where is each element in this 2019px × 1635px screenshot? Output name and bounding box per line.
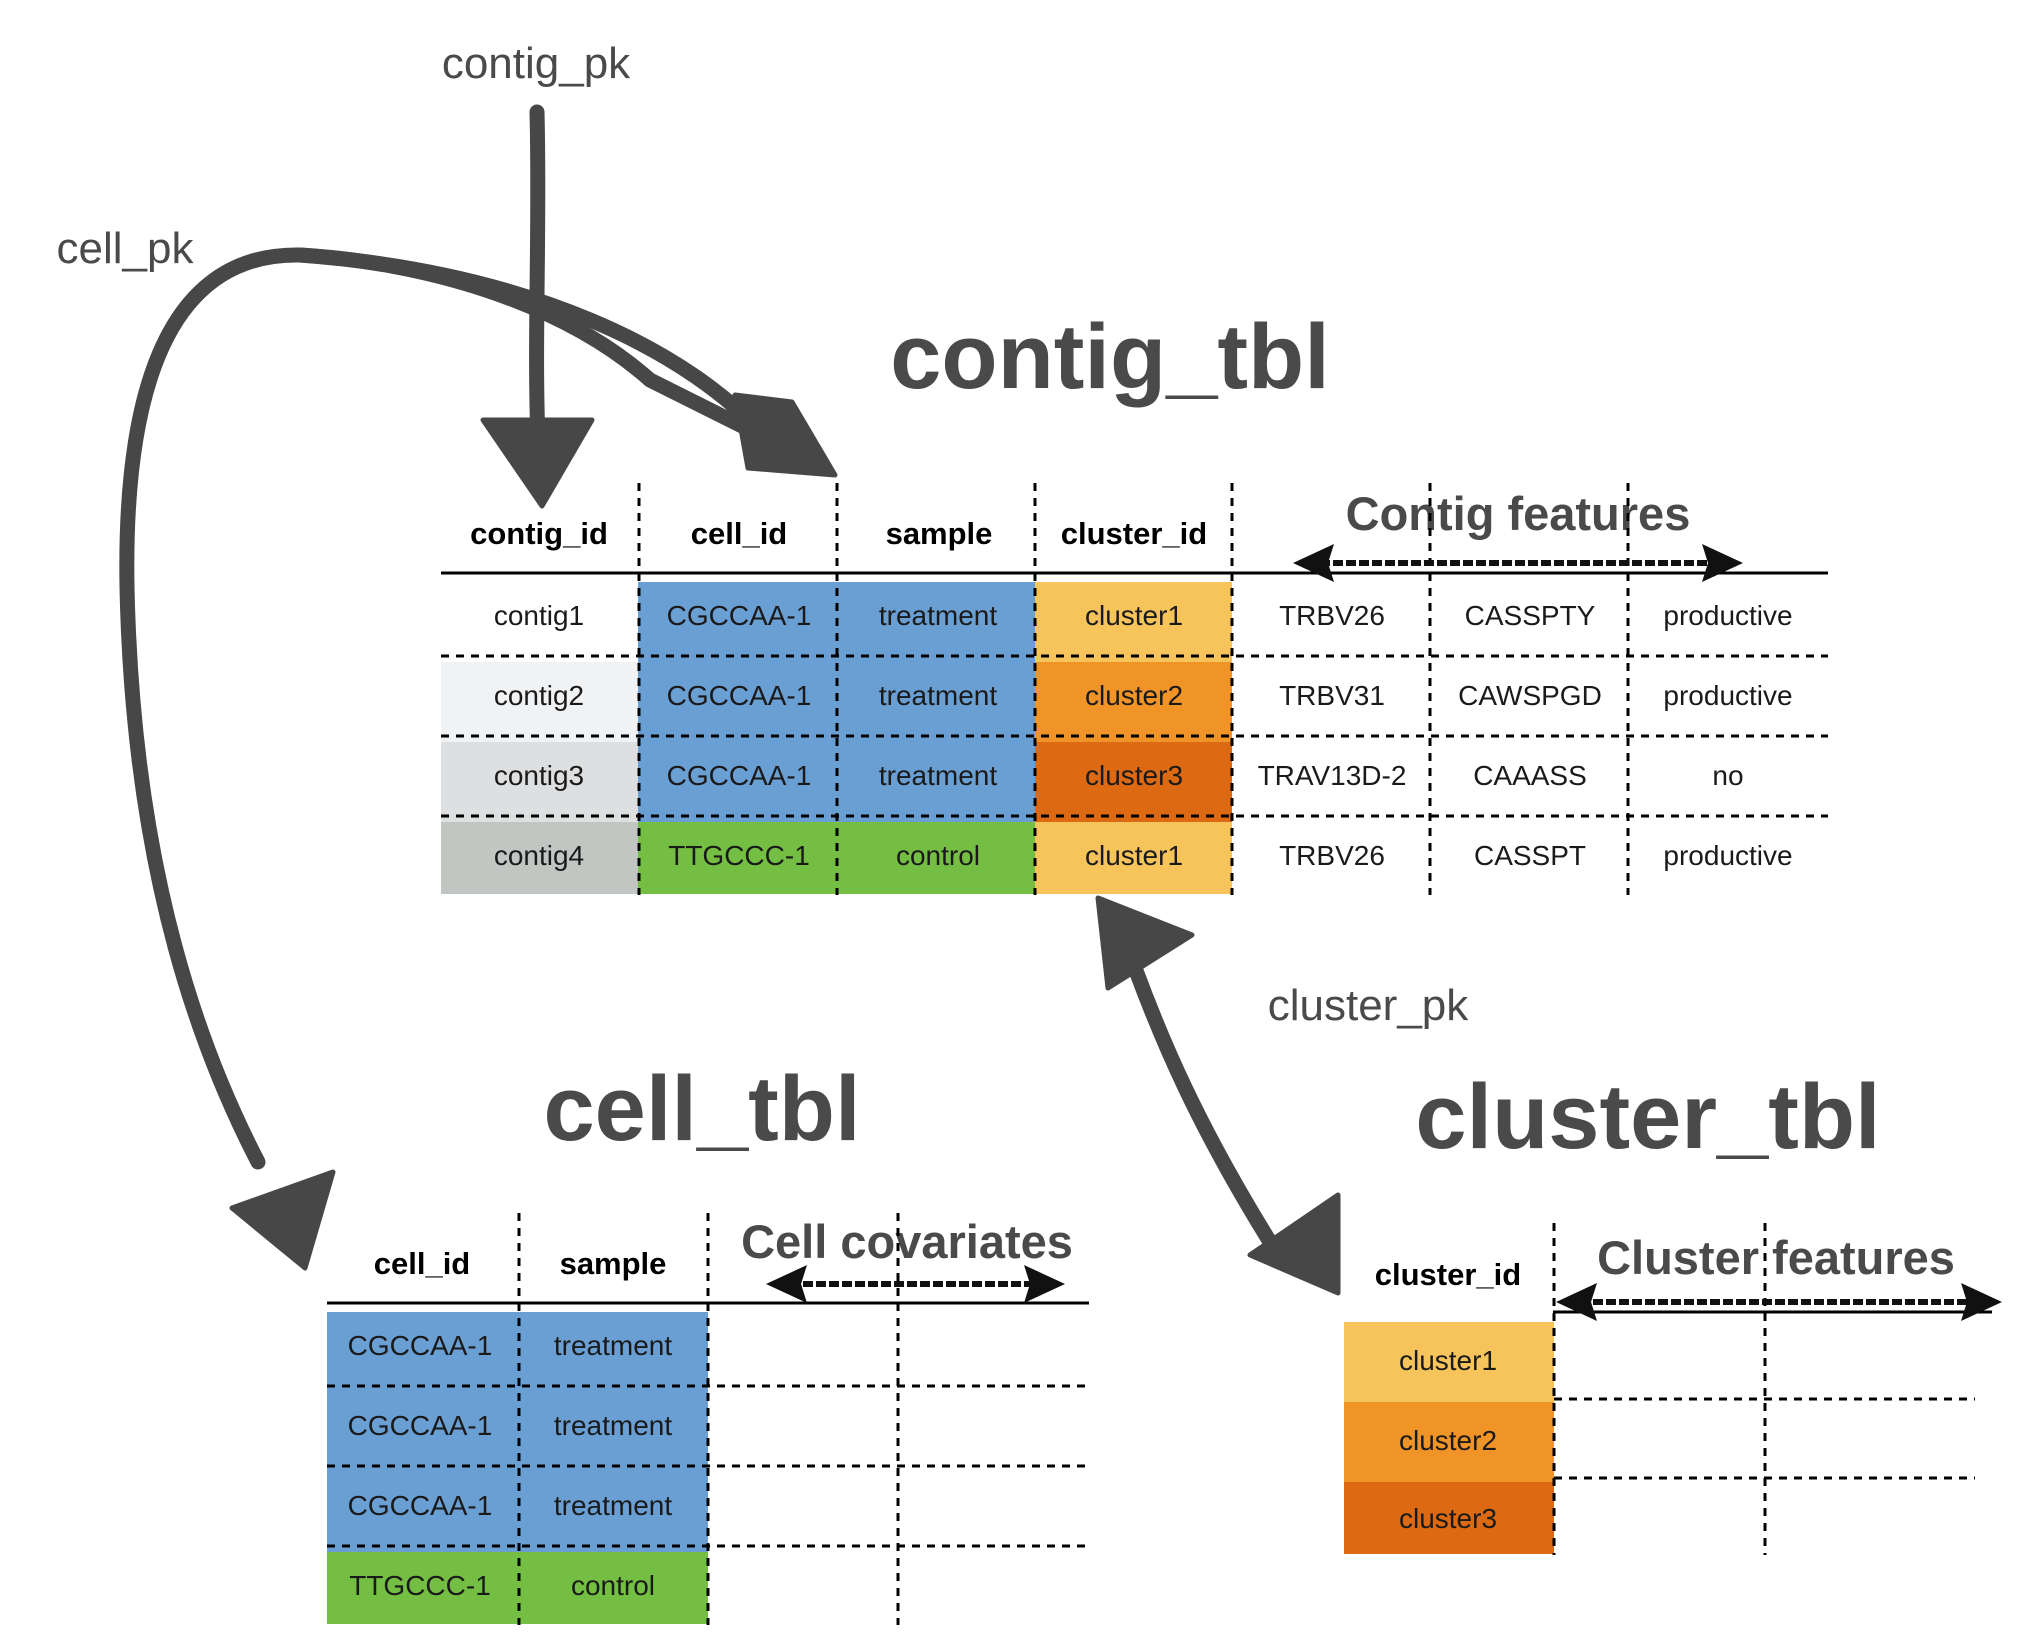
- contig-cell-fill: [441, 662, 638, 742]
- contig-cell: control: [896, 840, 980, 871]
- cell-covariates-label: Cell covariates: [741, 1215, 1073, 1268]
- contig-cell: treatment: [879, 680, 997, 711]
- contig-col-header-cell-id: cell_id: [691, 516, 788, 551]
- contig-cell: CGCCAA-1: [667, 680, 812, 711]
- cell-tbl-cell: treatment: [554, 1410, 672, 1441]
- cell-tbl-cell: CGCCAA-1: [348, 1490, 493, 1521]
- cell-tbl-cell: TTGCCC-1: [349, 1570, 491, 1601]
- contig-cell: contig2: [494, 680, 584, 711]
- cluster-col-header-cluster-id: cluster_id: [1375, 1257, 1521, 1292]
- contig-cell: no: [1712, 760, 1743, 791]
- cluster-pk-arrow: cluster_pk: [1095, 895, 1470, 1296]
- contig-cell: cluster2: [1085, 680, 1183, 711]
- arrowhead-icon: [1095, 895, 1195, 991]
- contig-col-header-contig-id: contig_id: [470, 516, 608, 551]
- contig-tbl-title: contig_tbl: [890, 306, 1330, 408]
- contig-cell: CAWSPGD: [1458, 680, 1602, 711]
- arrowhead-icon: [229, 1169, 336, 1271]
- arrowhead-icon: [732, 392, 838, 478]
- cluster-features-label: Cluster features: [1597, 1231, 1955, 1284]
- cell-tbl-cell: CGCCAA-1: [348, 1410, 493, 1441]
- contig-cell-fill: [441, 822, 638, 894]
- contig-cell: CGCCAA-1: [667, 600, 812, 631]
- cell-col-header-cell-id: cell_id: [374, 1246, 471, 1281]
- cluster-features-double-arrow: [1556, 1283, 2002, 1321]
- cell-pk-label: cell_pk: [57, 224, 195, 273]
- contig-cell: cluster1: [1085, 840, 1183, 871]
- contig-pk-label: contig_pk: [442, 39, 631, 88]
- cluster-tbl-cell: cluster3: [1399, 1503, 1497, 1534]
- contig-pk-arrow: contig_pk: [442, 39, 631, 509]
- contig-cell: TRBV26: [1279, 600, 1385, 631]
- contig-table: contig_tbl contig_id cell_id sample clus…: [441, 306, 1828, 895]
- contig-col-header-cluster-id: cluster_id: [1061, 516, 1207, 551]
- contig-table-fills: [441, 582, 1232, 894]
- contig-cell: CAAASS: [1473, 760, 1587, 791]
- cell-covariates-double-arrow: [766, 1265, 1065, 1303]
- contig-cell: productive: [1663, 680, 1792, 711]
- contig-cell: treatment: [879, 600, 997, 631]
- cluster1-fill: [1035, 822, 1232, 894]
- contig-cell: TRAV13D-2: [1258, 760, 1407, 791]
- arrowhead-icon: [1247, 1192, 1341, 1296]
- contig-cell: CGCCAA-1: [667, 760, 812, 791]
- cluster-tbl-fill-cluster3: [1344, 1482, 1554, 1554]
- cluster-tbl-cell: cluster2: [1399, 1425, 1497, 1456]
- cell-tbl-title: cell_tbl: [543, 1058, 860, 1160]
- contig-cell: TTGCCC-1: [668, 840, 810, 871]
- cluster-tbl-fill-cluster1: [1344, 1322, 1554, 1402]
- cell-tbl-cell: treatment: [554, 1490, 672, 1521]
- cluster-pk-label: cluster_pk: [1268, 981, 1470, 1030]
- contig-cell: contig3: [494, 760, 584, 791]
- contig-features-double-arrow: [1293, 544, 1743, 582]
- cluster-tbl-cell: cluster1: [1399, 1345, 1497, 1376]
- cell-col-header-sample: sample: [560, 1246, 667, 1281]
- contig-cell: contig1: [494, 600, 584, 631]
- arrowhead-icon: [480, 417, 595, 509]
- contig-cell: productive: [1663, 600, 1792, 631]
- cluster-table: cluster_tbl cluster_id Cluster features …: [1344, 1066, 2002, 1555]
- cluster1-fill: [1035, 582, 1232, 662]
- contig-cell-fill: [441, 582, 638, 662]
- contig-cell: TRBV26: [1279, 840, 1385, 871]
- contig-cell: CASSPT: [1474, 840, 1586, 871]
- cluster-tbl-title: cluster_tbl: [1415, 1066, 1880, 1168]
- cell-table: cell_tbl cell_id sample Cell covariates …: [327, 1058, 1089, 1625]
- cell-tbl-cell: control: [571, 1570, 655, 1601]
- contig-col-header-sample: sample: [886, 516, 993, 551]
- contig-cell: CASSPTY: [1465, 600, 1596, 631]
- cluster-tbl-fill-cluster2: [1344, 1402, 1554, 1482]
- cell-tbl-cell: CGCCAA-1: [348, 1330, 493, 1361]
- cell-pk-arrow: cell_pk: [57, 224, 838, 1271]
- contig-features-label: Contig features: [1346, 487, 1691, 540]
- contig-cell: contig4: [494, 840, 584, 871]
- contig-cell-fill: [441, 742, 638, 822]
- contig-cell: cluster1: [1085, 600, 1183, 631]
- cluster3-fill: [1035, 742, 1232, 822]
- contig-cell: productive: [1663, 840, 1792, 871]
- contig-cell: cluster3: [1085, 760, 1183, 791]
- contig-cell: TRBV31: [1279, 680, 1385, 711]
- cell-tbl-cell: treatment: [554, 1330, 672, 1361]
- cluster2-fill: [1035, 662, 1232, 742]
- contig-cell: treatment: [879, 760, 997, 791]
